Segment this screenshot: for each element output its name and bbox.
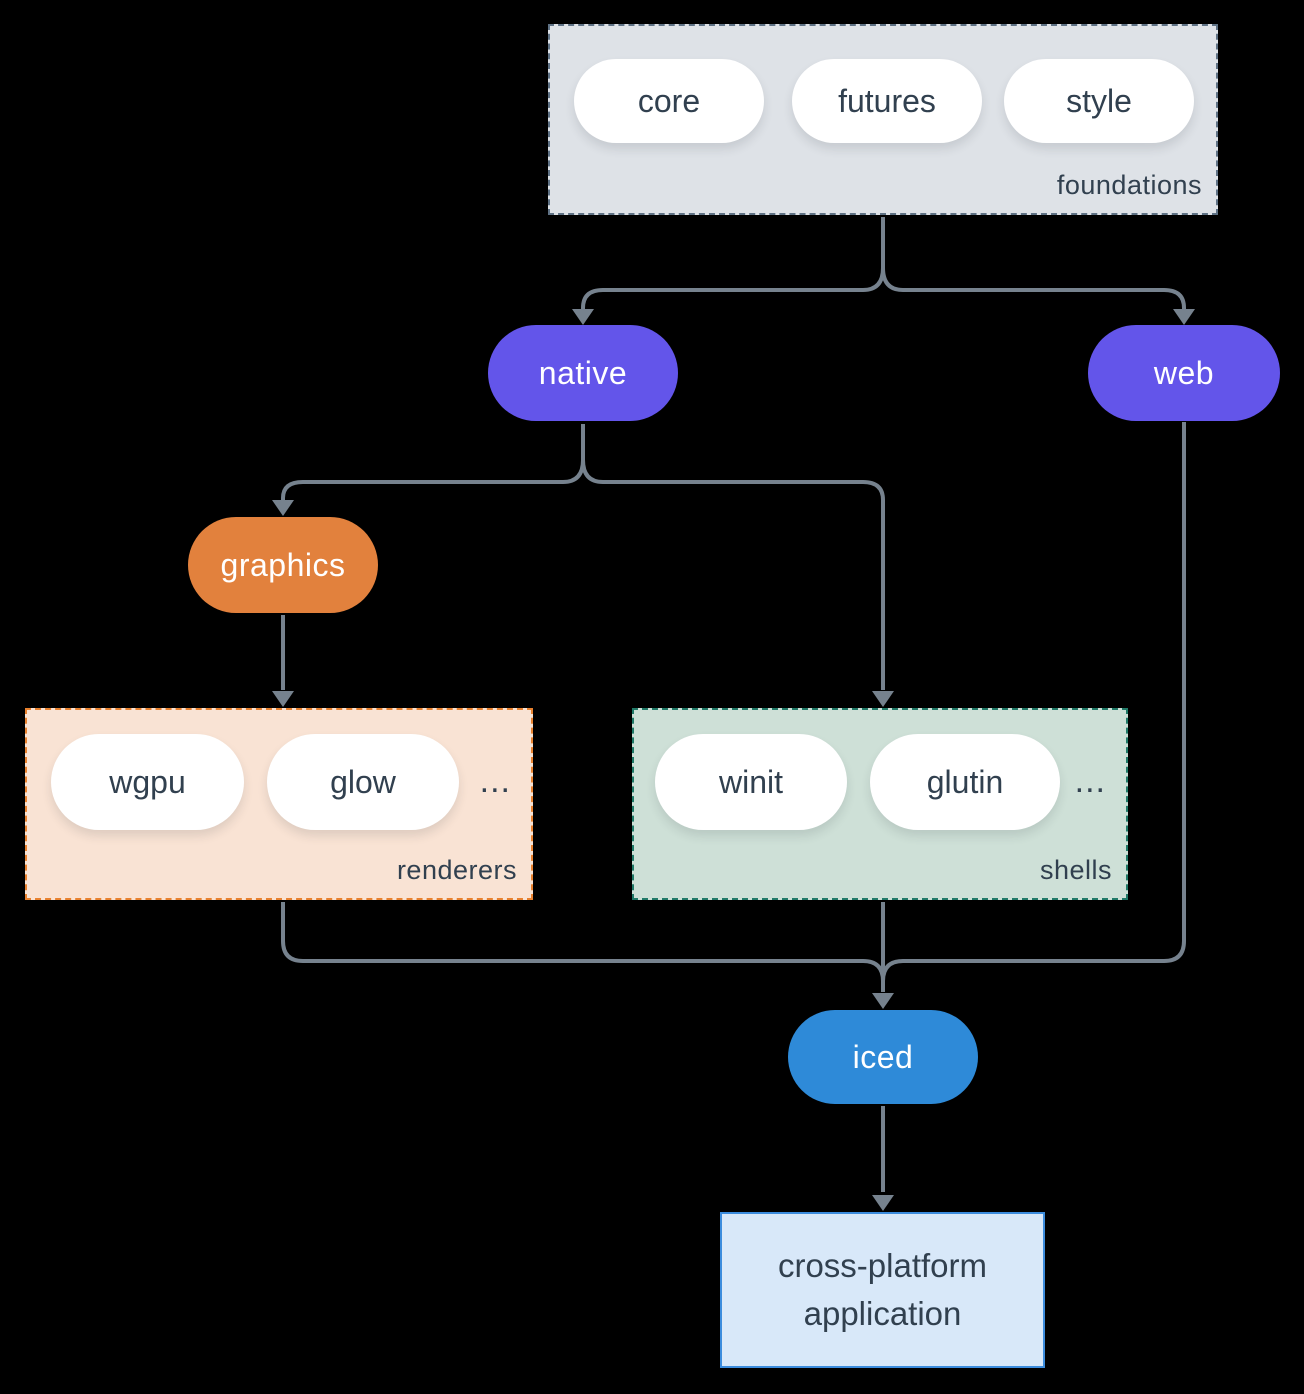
arrowhead-graphics [272,500,294,516]
connector-foundations-web [881,267,1186,310]
arrowhead-web [1173,309,1195,325]
foundations-group: core futures style foundations [548,24,1218,215]
group-label-foundations: foundations [1056,170,1202,200]
pill-glow: glow [267,734,459,830]
shells-ellipsis: ... [1074,762,1106,800]
app-label-line2: application [803,1295,962,1332]
node-iced: iced [788,1010,978,1104]
group-label-shells: shells [1039,855,1112,885]
node-native: native [488,325,678,421]
pill-style: style [1004,59,1194,143]
arrowheads [272,309,1195,1211]
connector-lines [281,217,1186,1192]
node-web: web [1088,325,1280,421]
pill-winit: winit [655,734,847,830]
arrowhead-shells [872,691,894,707]
arrowhead-app [872,1195,894,1211]
connector-native-shells [581,459,885,690]
node-graphics: graphics [188,517,378,613]
pill-core: core [574,59,764,143]
pill-futures: futures [792,59,982,143]
app-label-line1: cross-platform [777,1247,988,1284]
connector-foundations-native [581,217,885,310]
renderers-group: wgpu glow ... renderers [25,708,533,900]
group-label-renderers: renderers [396,855,517,885]
arrowhead-native [572,309,594,325]
connector-renderers-merge [281,902,885,982]
pill-wgpu: wgpu [51,734,244,830]
renderers-ellipsis: ... [479,762,511,800]
arrowhead-renderers [272,691,294,707]
connector-web-merge [881,422,1186,982]
app-box: cross-platform application [720,1212,1045,1368]
arrowhead-iced [872,993,894,1009]
connector-native-graphics [281,424,585,500]
pill-glutin: glutin [870,734,1060,830]
shells-group: winit glutin ... shells [632,708,1128,900]
